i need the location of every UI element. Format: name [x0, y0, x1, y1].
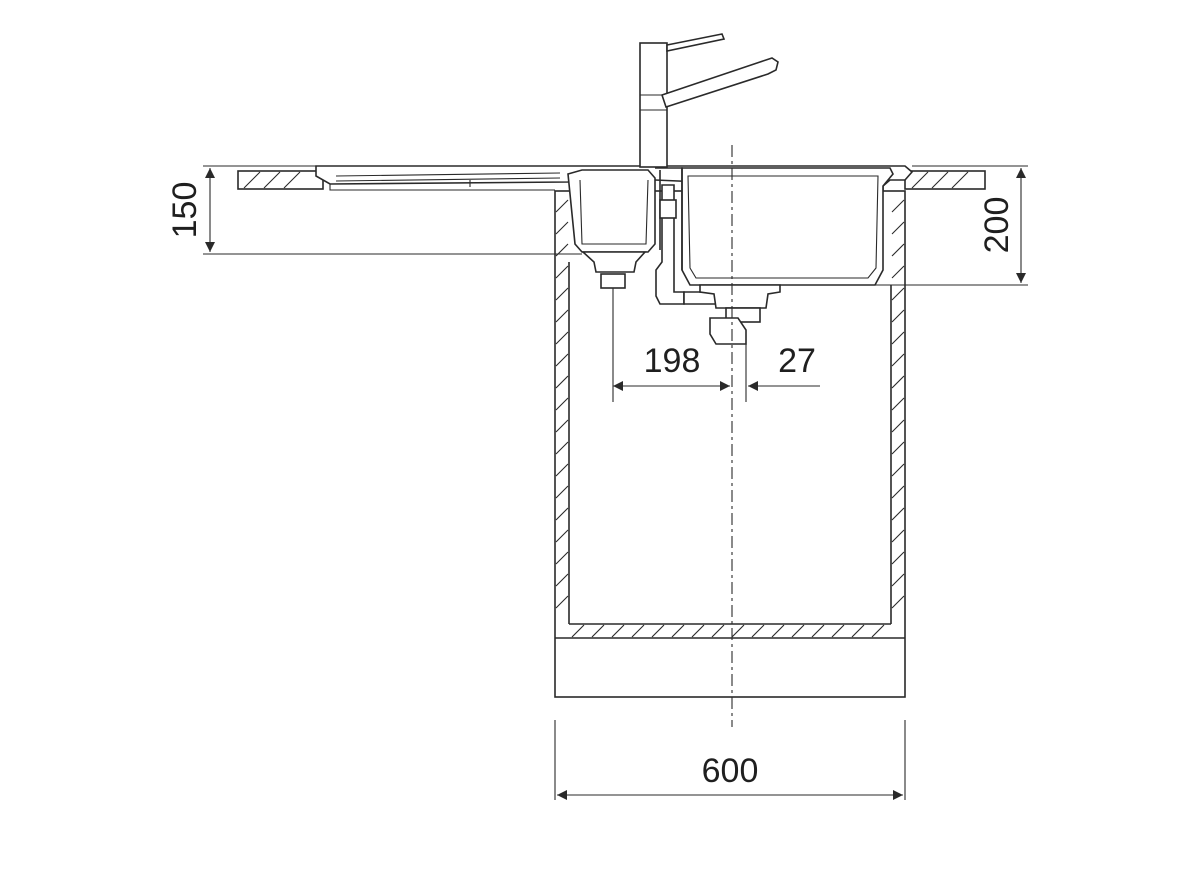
hatch-line — [283, 171, 301, 189]
hatch-line — [651, 624, 665, 638]
hatch-line — [951, 171, 969, 189]
hatch-line — [891, 507, 905, 521]
hatch-line — [851, 624, 865, 638]
hatch-line — [555, 397, 569, 411]
cabinet-shelf-hatch — [571, 624, 885, 638]
hatch-line — [571, 624, 585, 638]
hatch-line — [871, 624, 885, 638]
hatch-line — [891, 287, 905, 301]
hatch-line — [891, 353, 905, 367]
cabinet-right-wall-hatch — [891, 199, 905, 609]
hatch-line — [891, 309, 905, 323]
dim-offset-left-label: 198 — [644, 342, 701, 380]
hatch-line — [831, 624, 845, 638]
siphon-tail — [709, 317, 747, 345]
drainboard-edge — [329, 184, 555, 191]
overflow-inlet — [659, 199, 677, 219]
hatch-line — [751, 624, 765, 638]
hatch-line — [891, 551, 905, 565]
hatch-line — [711, 624, 725, 638]
large-bowl — [681, 167, 894, 286]
countertop-right-hatch — [911, 171, 969, 189]
dim-width-label: 600 — [702, 752, 759, 790]
hatch-line — [891, 529, 905, 543]
hatch-line — [591, 624, 605, 638]
hatch-line — [611, 624, 625, 638]
sink — [315, 165, 914, 286]
hatch-line — [555, 331, 569, 345]
faucet-column — [639, 42, 668, 168]
cabinet — [554, 190, 906, 698]
small-bowl-drain-thread — [600, 273, 626, 289]
hatch-line — [555, 507, 569, 521]
dimension-drain-offsets: 198 27 — [612, 288, 820, 402]
hatch-line — [731, 624, 745, 638]
hatch-line — [891, 595, 905, 609]
hatch-line — [555, 573, 569, 587]
dim-right-height-label: 200 — [978, 197, 1016, 254]
countertop-left-slab — [237, 170, 324, 190]
small-bowl-inner — [579, 179, 649, 245]
hatch-line — [931, 171, 949, 189]
hatch-line — [891, 199, 905, 213]
dimension-right-height: 200 — [780, 165, 1028, 286]
hatch-line — [891, 265, 905, 279]
hatch-line — [891, 441, 905, 455]
hatch-line — [891, 485, 905, 499]
hatch-line — [891, 573, 905, 587]
hatch-line — [243, 171, 261, 189]
hatch-line — [555, 529, 569, 543]
countertop-left-hatch — [243, 171, 301, 189]
hatch-line — [791, 624, 805, 638]
hatch-line — [555, 419, 569, 433]
hatch-line — [891, 375, 905, 389]
hatch-line — [555, 551, 569, 565]
hatch-line — [911, 171, 929, 189]
hatch-line — [555, 199, 569, 213]
hatch-line — [811, 624, 825, 638]
small-bowl — [567, 169, 656, 253]
drainboard-groove-2 — [335, 177, 561, 182]
hatch-line — [891, 463, 905, 477]
large-bowl-drain — [699, 284, 781, 309]
large-bowl-inner — [687, 175, 879, 279]
hatch-line — [555, 221, 569, 235]
hatch-line — [263, 171, 281, 189]
hatch-line — [555, 353, 569, 367]
countertop-right-slab — [904, 170, 986, 190]
faucet-spout — [660, 57, 779, 109]
hatch-line — [555, 287, 569, 301]
hatch-line — [555, 309, 569, 323]
hatch-line — [555, 595, 569, 609]
dimension-cabinet-width: 600 — [554, 720, 906, 800]
dim-offset-right-label: 27 — [778, 342, 816, 380]
hatch-line — [555, 265, 569, 279]
hatch-line — [671, 624, 685, 638]
hatch-line — [771, 624, 785, 638]
drainboard-groove — [335, 172, 561, 177]
hatch-line — [891, 419, 905, 433]
dim-left-height-label: 150 — [166, 182, 204, 239]
hatch-line — [891, 221, 905, 235]
drain-assembly — [580, 184, 781, 345]
hatch-line — [631, 624, 645, 638]
hatch-line — [891, 331, 905, 345]
hatch-line — [555, 463, 569, 477]
hatch-line — [891, 243, 905, 257]
faucet-lever — [666, 33, 726, 52]
hatch-line — [691, 624, 705, 638]
hatch-line — [891, 397, 905, 411]
dimension-left-height: 150 — [166, 165, 582, 255]
cabinet-left-wall-hatch — [555, 199, 569, 609]
hatch-line — [555, 485, 569, 499]
small-bowl-drain — [580, 251, 647, 273]
faucet — [639, 33, 779, 168]
hatch-line — [555, 375, 569, 389]
hatch-line — [555, 441, 569, 455]
